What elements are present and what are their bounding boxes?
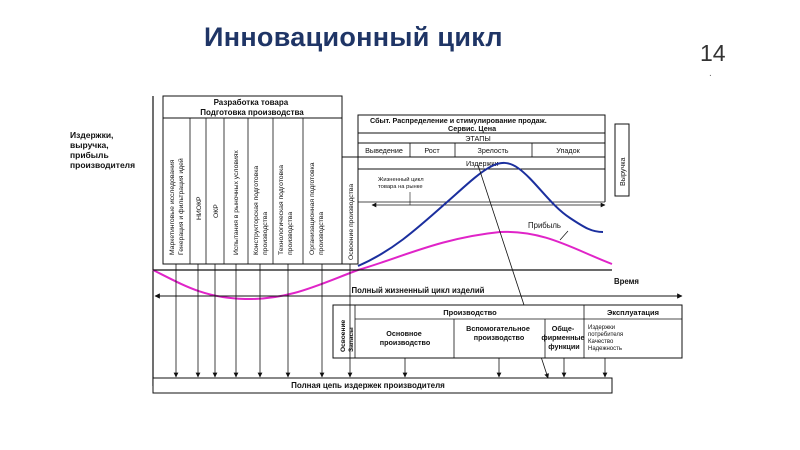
- cell-company-functions: Обще- фирменные функции: [541, 324, 586, 351]
- vertical-label-org-prep: Организационная подготовка производства: [309, 161, 325, 255]
- costs-row-box: [357, 156, 606, 170]
- costs-label: Издержки: [466, 159, 498, 168]
- total-costs-bar: [152, 377, 613, 394]
- stages-header-text: ЭТАПЫ: [465, 134, 491, 143]
- profit-label: Прибыль: [528, 221, 561, 230]
- y-axis-label: Издержки, выручка, прибыль производителя: [70, 130, 135, 170]
- vertical-label-marketing: Маркетинговые исследования Генерация и ф…: [169, 158, 185, 255]
- vertical-label-design-prep: Конструкторская подготовка производства: [253, 164, 269, 255]
- exploitation-label: Эксплуатация: [607, 308, 659, 317]
- vertical-label-market-tests: Испытания в рыночных условиях: [233, 150, 240, 255]
- cost-arrows: [173, 264, 608, 378]
- page-dot: .: [709, 68, 712, 79]
- total-costs-label: Полная цепь издержек производителя: [291, 381, 445, 390]
- vertical-label-okr: ОКР: [213, 204, 220, 218]
- revenue-box: [614, 123, 630, 197]
- cell-main-production: Основное производство: [380, 329, 431, 347]
- stage-decline: Упадок: [556, 146, 580, 155]
- full-life-label: Полный жизненный цикл изделий: [352, 286, 485, 295]
- sales-header-text: Сбыт. Распределение и стимулирование про…: [370, 116, 549, 133]
- profit-pointer: [559, 230, 569, 241]
- cell-exploitation-items: Издержки потребителя Качество Надежность: [588, 325, 625, 352]
- cell-aux-production: Вспомогательное производство: [466, 324, 532, 342]
- slide-title: Инновационный цикл: [204, 22, 503, 52]
- time-label: Время: [614, 277, 639, 286]
- product-life-label: Жизненный цикл товара на рынке: [378, 176, 425, 190]
- revenue-label: Выручка: [618, 157, 627, 186]
- vertical-label-tech-prep: Технологическая подготовка производства: [278, 163, 294, 255]
- page-number: 14: [700, 40, 726, 66]
- stage-introduction: Выведение: [365, 146, 403, 155]
- vertical-label-mastery: Освоение производства: [348, 184, 355, 260]
- mastery-label: Освоение Запасы: [340, 318, 355, 352]
- stage-maturity: Зрелость: [478, 146, 509, 155]
- vertical-label-niokr: НИОКР: [196, 196, 203, 220]
- bottom-table-box: [332, 304, 683, 359]
- production-label: Производство: [443, 308, 497, 317]
- revenue-curve: [357, 161, 604, 267]
- stage-growth: Рост: [424, 146, 440, 155]
- development-header-text: Разработка товара Подготовка производств…: [200, 98, 304, 117]
